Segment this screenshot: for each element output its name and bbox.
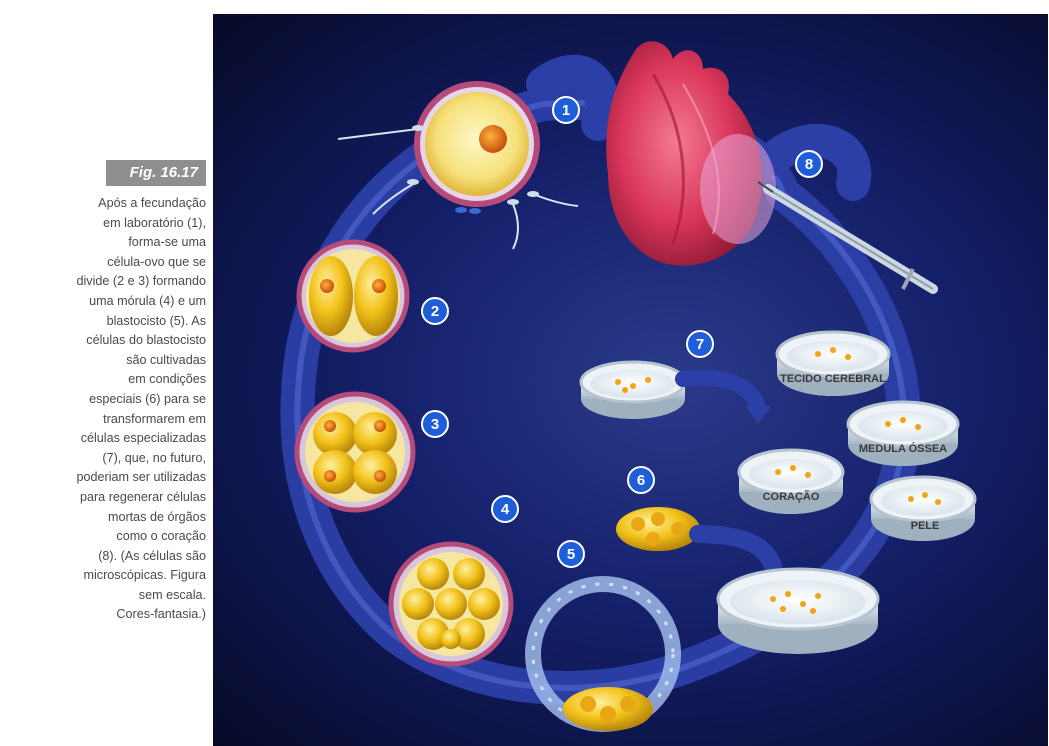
step-3-four-cells <box>297 394 413 510</box>
step-badge-2: 2 <box>422 298 448 324</box>
label-bone-marrow: MEDULA ÓSSEA <box>859 442 947 455</box>
step-2-two-cells <box>299 242 407 350</box>
label-skin: PELE <box>911 520 940 532</box>
caption-line: como o coração <box>1 527 206 547</box>
svg-text:6: 6 <box>637 472 645 489</box>
caption-line: em laboratório (1), <box>1 214 206 234</box>
step-badge-1: 1 <box>553 97 579 123</box>
caption-line: mortas de órgãos <box>1 508 206 528</box>
step-5-blastocyst <box>533 584 673 731</box>
step-4-morula <box>391 544 511 664</box>
caption-line: células especializadas <box>1 429 206 449</box>
caption-line: para regenerar células <box>1 488 206 508</box>
caption-line: Após a fecundação <box>1 194 206 214</box>
svg-text:2: 2 <box>431 303 439 320</box>
step-badge-6: 6 <box>628 467 654 493</box>
caption-line: poderiam ser utilizadas <box>1 468 206 488</box>
caption-line: especiais (6) para se <box>1 390 206 410</box>
svg-text:4: 4 <box>501 501 510 518</box>
step-badge-5: 5 <box>558 541 584 567</box>
dish-heart: CORAÇÃO <box>739 450 843 514</box>
caption-line: em condições <box>1 370 206 390</box>
caption-sidebar: Fig. 16.17 Após a fecundaçãoem laboratór… <box>0 0 212 746</box>
caption-line: transformarem em <box>1 410 206 430</box>
caption-line: Cores-fantasia.) <box>1 605 206 625</box>
diagram-panel: TECIDO CEREBRAL MEDULA ÓSSEA CORAÇÃO PEL… <box>213 14 1048 746</box>
heart-organ <box>606 41 776 265</box>
dish-skin: PELE <box>871 477 975 541</box>
caption-line: uma mórula (4) e um <box>1 292 206 312</box>
figure-caption: Após a fecundaçãoem laboratório (1),form… <box>1 194 206 625</box>
svg-text:3: 3 <box>431 416 439 433</box>
caption-line: forma-se uma <box>1 233 206 253</box>
dish-bone-marrow: MEDULA ÓSSEA <box>848 402 958 466</box>
caption-line: sem escala. <box>1 586 206 606</box>
step-7-differentiation <box>581 362 771 424</box>
label-brain-tissue: TECIDO CEREBRAL <box>780 373 886 385</box>
culture-dish-large <box>718 569 878 654</box>
stem-cell-cycle-diagram: TECIDO CEREBRAL MEDULA ÓSSEA CORAÇÃO PEL… <box>213 14 1048 746</box>
step-badge-7: 7 <box>687 331 713 357</box>
caption-line: são cultivadas <box>1 351 206 371</box>
caption-line: microscópicas. Figura <box>1 566 206 586</box>
step-badge-3: 3 <box>422 411 448 437</box>
svg-text:7: 7 <box>696 336 704 353</box>
caption-line: divide (2 e 3) formando <box>1 272 206 292</box>
caption-line: célula-ovo que se <box>1 253 206 273</box>
step-badge-8: 8 <box>796 151 822 177</box>
caption-line: blastocisto (5). As <box>1 312 206 332</box>
dish-brain-tissue: TECIDO CEREBRAL <box>777 332 889 396</box>
step-badge-4: 4 <box>492 496 518 522</box>
figure-label: Fig. 16.17 <box>106 160 206 186</box>
svg-text:8: 8 <box>805 156 813 173</box>
caption-line: (7), que, no futuro, <box>1 449 206 469</box>
svg-text:5: 5 <box>567 546 575 563</box>
svg-text:1: 1 <box>562 102 570 119</box>
caption-line: (8). (As células são <box>1 547 206 567</box>
caption-line: células do blastocisto <box>1 331 206 351</box>
label-heart: CORAÇÃO <box>763 490 820 503</box>
